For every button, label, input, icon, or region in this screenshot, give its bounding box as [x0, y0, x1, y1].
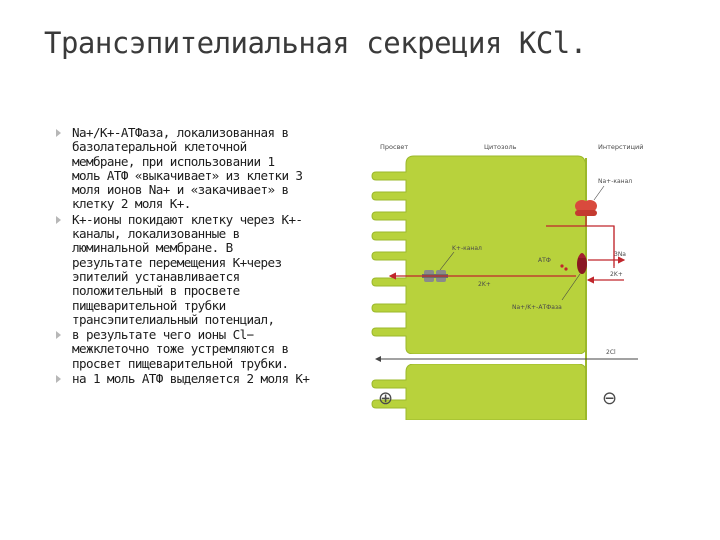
label-k-channel: K+-канал [452, 245, 482, 252]
label-interstitium: Интерстиций [598, 143, 643, 151]
label-na-k-atpase: Na+/K+-АТФаза [512, 304, 562, 311]
label-three-na: 3Na [614, 251, 626, 258]
label-na-channel: Na+-канал [598, 178, 632, 185]
triangle-bullet-icon [56, 129, 61, 137]
label-cytosol: Цитозоль [484, 143, 517, 151]
slide-title: Трансэпителиальная секреция KCl. [44, 26, 587, 60]
upper-cell [371, 155, 587, 355]
label-two-cl: 2Cl [606, 349, 616, 356]
atp-dot [560, 264, 564, 268]
bullet-text: Na+/K+-АТФаза, локализованная в базолате… [72, 125, 303, 212]
label-two-k-left: 2K+ [478, 281, 491, 288]
na-channel-icon [575, 200, 597, 216]
na-flow-arrow [585, 216, 615, 266]
kcl-secretion-diagram: Просвет Цитозоль Интерстиций Na+-канал А… [366, 143, 643, 420]
bullet-item: в результате чего ионы Cl− межклеточно т… [56, 328, 356, 371]
plus-sign-icon: ⊕ [378, 388, 393, 409]
label-two-k-right: 2K+ [610, 271, 623, 278]
triangle-bullet-icon [56, 331, 61, 340]
label-lumen: Просвет [380, 143, 408, 151]
na-channel-pointer [593, 185, 605, 201]
bullet-text: на 1 моль АТФ выделяется 2 моля K+ [72, 371, 310, 387]
bullet-list: Na+/K+-АТФаза, локализованная в базолате… [56, 125, 356, 387]
lower-cell [371, 363, 587, 420]
bullet-item: на 1 моль АТФ выделяется 2 моля K+ [56, 371, 356, 387]
bullet-item: Na+/K+-АТФаза, локализованная в базолате… [56, 125, 356, 212]
atpase-pump-icon [577, 253, 587, 274]
triangle-bullet-icon [56, 215, 61, 224]
bullet-item: K+-ионы покидают клетку через K+- каналы… [56, 211, 356, 327]
bullet-text: в результате чего ионы Cl− межклеточно т… [72, 327, 289, 371]
triangle-bullet-icon [56, 375, 61, 384]
bullet-text: K+-ионы покидают клетку через K+- каналы… [72, 211, 303, 327]
epithelial-cell-layer [366, 155, 592, 420]
k-channel-pointer [439, 251, 455, 271]
atp-dot [564, 267, 568, 271]
minus-sign-icon: ⊖ [602, 388, 617, 409]
atpase-pointer [561, 273, 581, 301]
label-atp: АТФ [538, 257, 551, 264]
na-flow-line [546, 225, 615, 268]
